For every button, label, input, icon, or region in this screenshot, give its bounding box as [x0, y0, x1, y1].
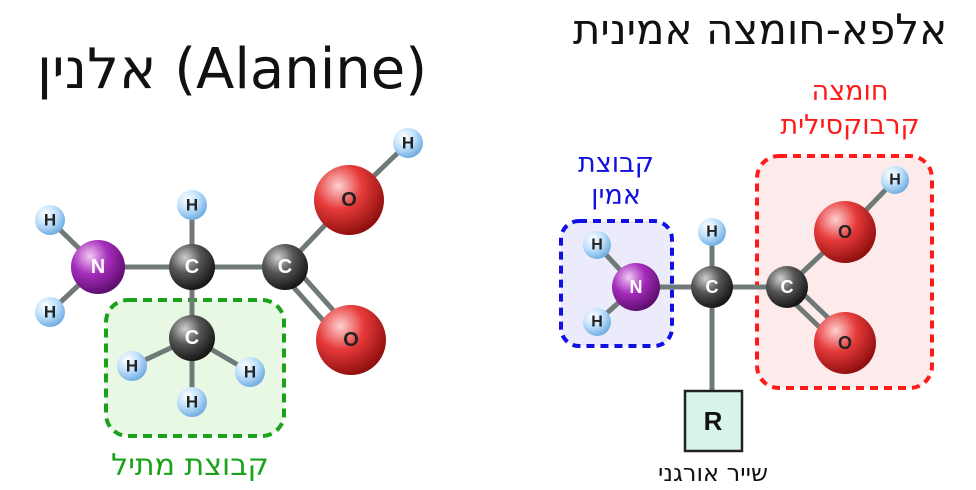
carboxyl-carbon-atom: C — [766, 266, 808, 308]
hydrogen-atom: H — [583, 231, 611, 259]
methyl-group-box — [104, 298, 286, 438]
svg-text:C: C — [185, 256, 199, 278]
svg-text:C: C — [706, 277, 719, 297]
svg-text:O: O — [341, 189, 357, 211]
carboxyl-group-box — [755, 154, 934, 390]
svg-text:H: H — [591, 237, 603, 254]
oxygen-atom: O — [814, 312, 876, 374]
amine-label-line2: אמין — [591, 180, 641, 211]
methyl-carbon-atom: C — [169, 315, 215, 361]
alpha-carbon-atom: C — [691, 266, 733, 308]
svg-text:O: O — [343, 329, 359, 351]
svg-text:N: N — [630, 277, 643, 297]
oxygen-atom: O — [316, 305, 386, 375]
r-group-box: R — [683, 389, 744, 453]
hydrogen-atom: H — [117, 351, 147, 381]
svg-text:H: H — [186, 393, 198, 412]
carboxyl-label-line1: חומצה — [812, 76, 889, 107]
hydrogen-atom: H — [583, 308, 611, 336]
hydrogen-atom: H — [35, 297, 65, 327]
amine-label-line1: קבוצת — [578, 148, 654, 179]
svg-text:H: H — [402, 134, 414, 153]
svg-text:O: O — [838, 222, 852, 242]
svg-text:H: H — [44, 303, 56, 322]
svg-text:C: C — [185, 327, 199, 349]
alpha-carbon-atom: C — [169, 244, 215, 290]
hydrogen-atom: H — [177, 387, 207, 417]
svg-text:H: H — [889, 172, 901, 189]
svg-text:H: H — [706, 224, 718, 241]
r-group-label: שייר אורגני — [658, 459, 768, 487]
svg-text:C: C — [781, 277, 794, 297]
svg-text:C: C — [278, 256, 292, 278]
svg-text:H: H — [186, 196, 198, 215]
carboxyl-label-line2: קרבוקסילית — [780, 110, 919, 141]
nitrogen-atom: N — [71, 240, 125, 294]
svg-text:H: H — [244, 363, 256, 382]
hydrogen-atom: H — [235, 357, 265, 387]
hydrogen-atom: H — [881, 166, 909, 194]
svg-text:N: N — [91, 256, 105, 278]
carboxyl-carbon-atom: C — [262, 244, 308, 290]
oxygen-atom: O — [814, 201, 876, 263]
svg-text:H: H — [591, 314, 603, 331]
nitrogen-atom: N — [612, 263, 660, 311]
amino-acid-title: אלפא-חומצה אמינית — [573, 5, 947, 54]
hydrogen-atom: H — [35, 205, 65, 235]
svg-text:O: O — [838, 333, 852, 353]
methyl-group-label: קבוצת מתיל — [111, 448, 269, 483]
svg-text:H: H — [44, 211, 56, 230]
oxygen-atom: O — [314, 165, 384, 235]
hydrogen-atom: H — [393, 128, 423, 158]
r-group-symbol: R — [704, 406, 723, 436]
hydrogen-atom: H — [177, 190, 207, 220]
svg-text:H: H — [126, 357, 138, 376]
hydrogen-atom: H — [698, 218, 726, 246]
alanine-title: אלנין (Alanine) — [37, 37, 427, 102]
